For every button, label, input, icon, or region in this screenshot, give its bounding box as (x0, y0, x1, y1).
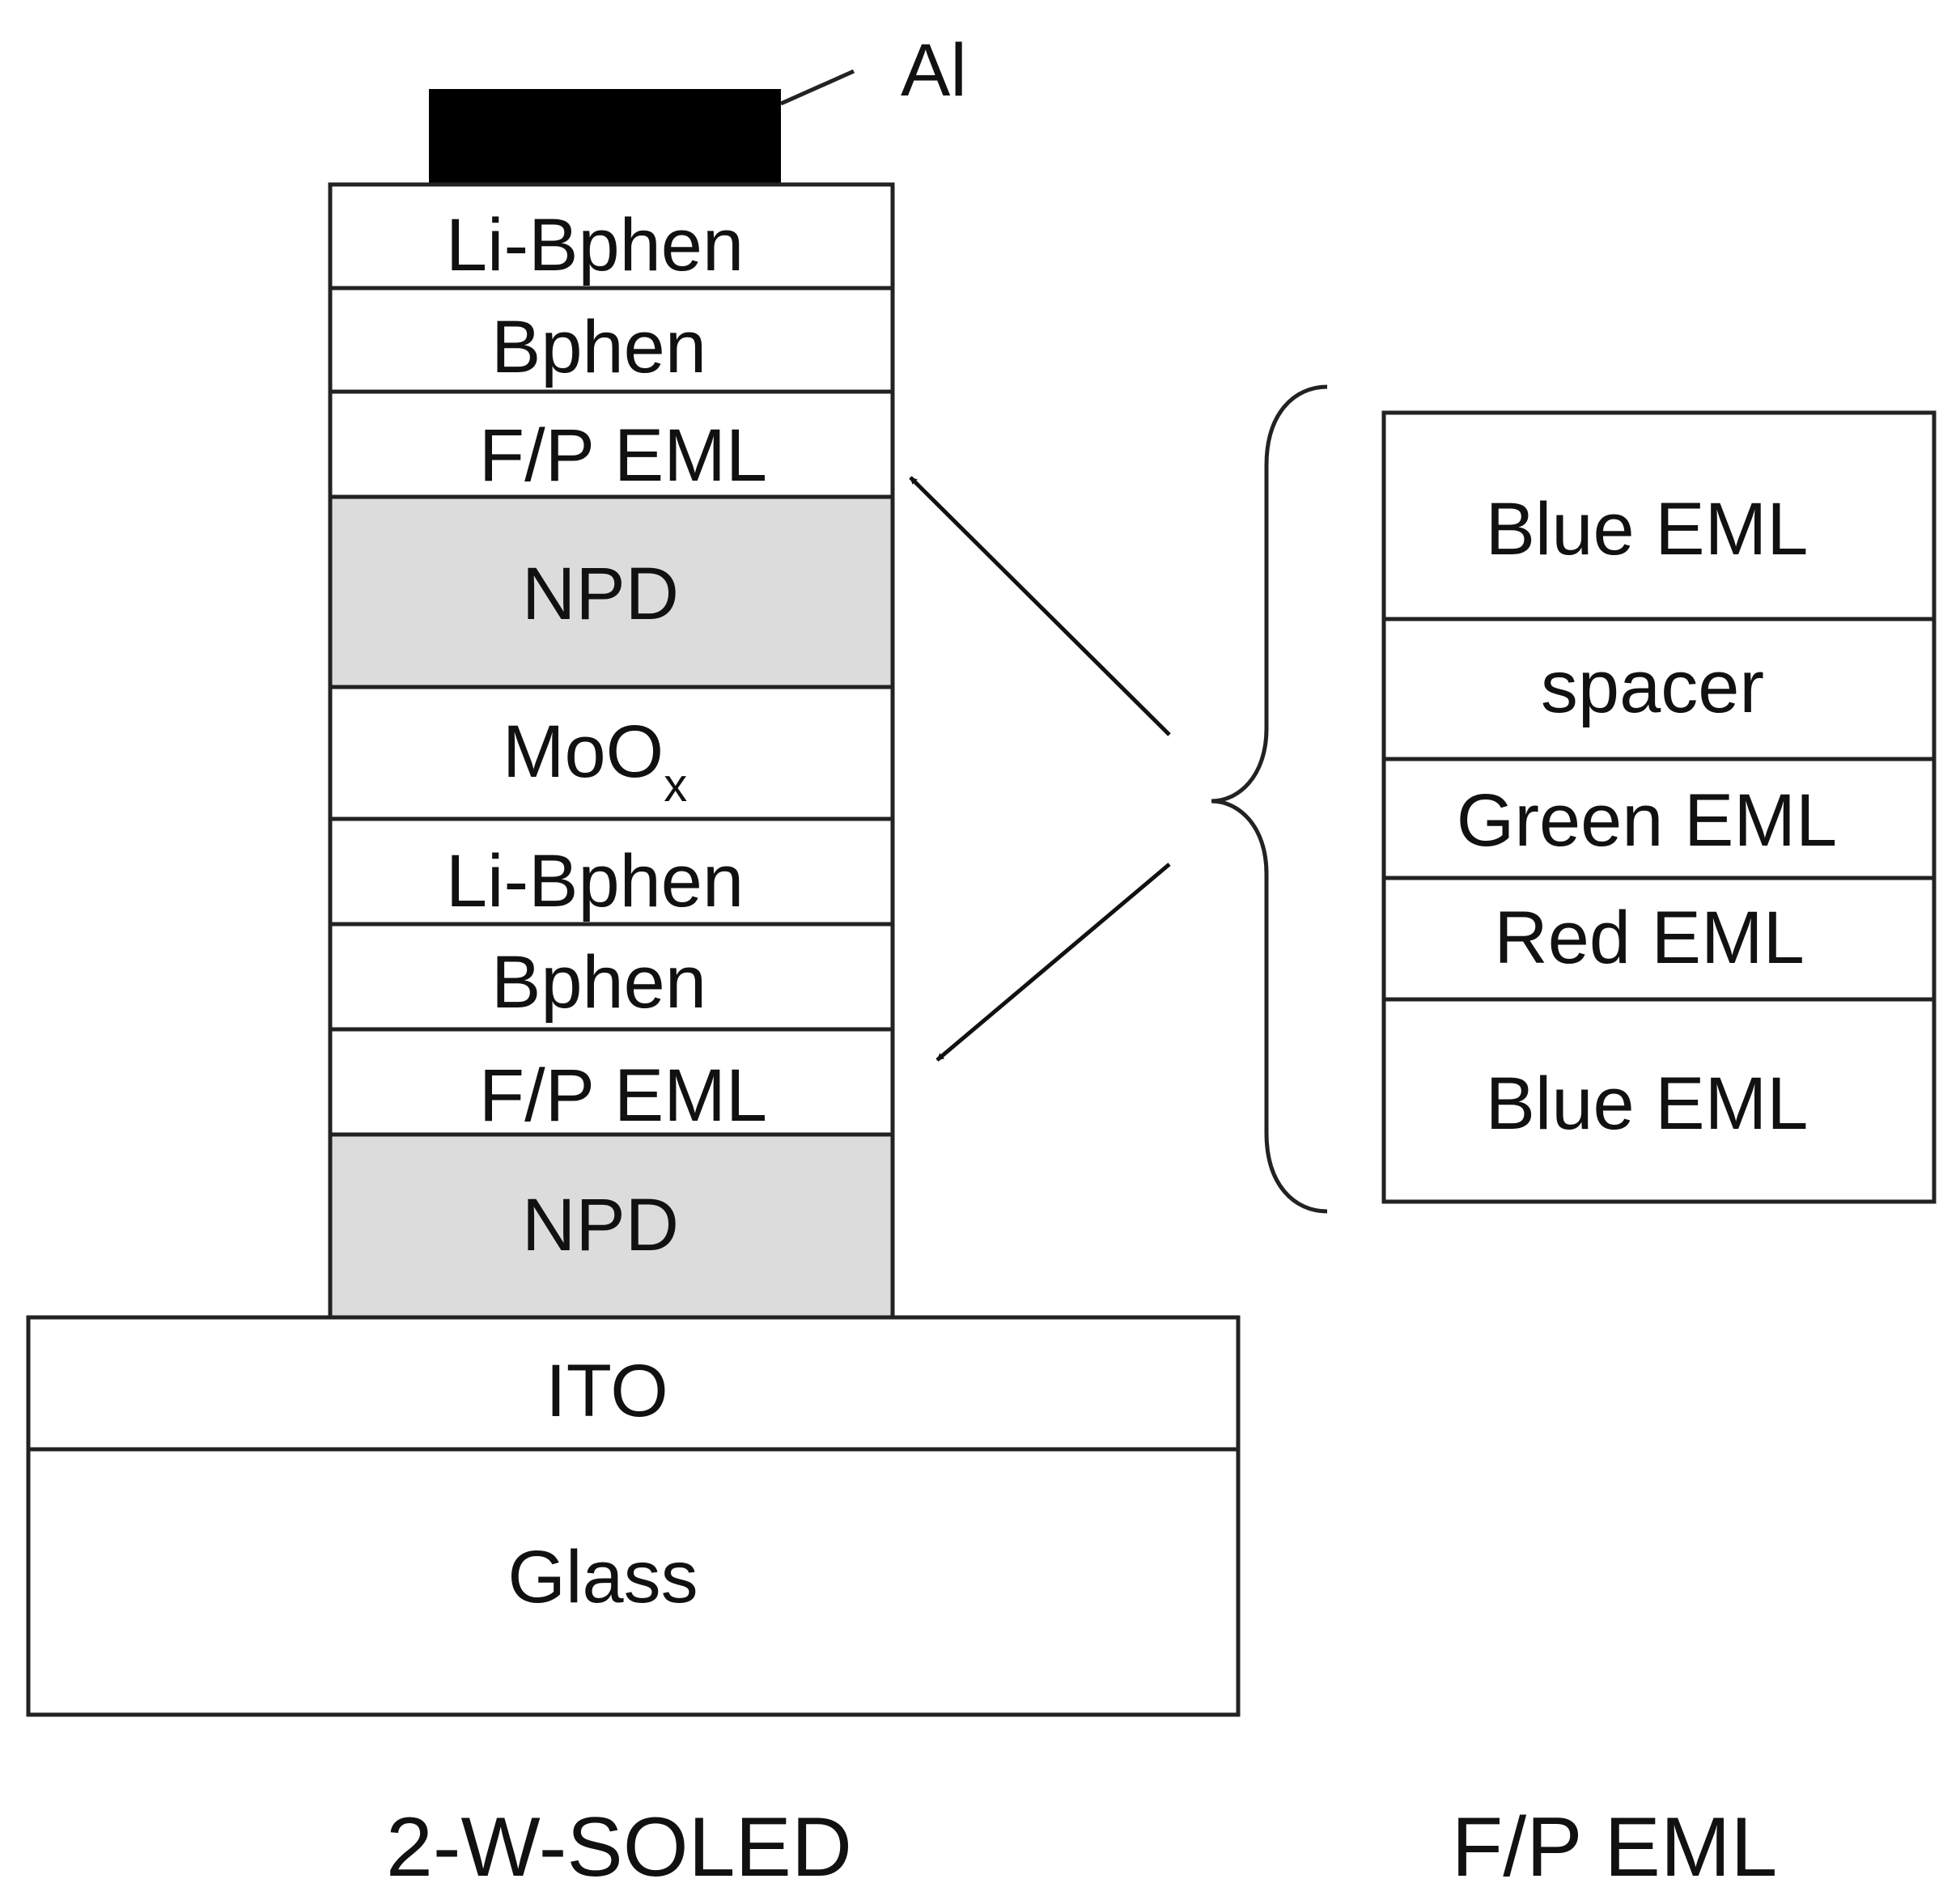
eml-layer-rect (1381, 997, 1937, 1204)
eml-layer-rect (1381, 876, 1937, 1002)
stack-layer-label: Li-Bphen (446, 204, 744, 286)
substrate-layer-label: Glass (507, 1536, 698, 1618)
al-leader-line (779, 69, 855, 106)
eml-layer-blue-top: Blue EML (1381, 410, 1937, 621)
eml-layer-label: Blue EML (1486, 488, 1809, 570)
eml-layer-green: Green EML (1381, 757, 1937, 880)
eml-layer-rect (1381, 617, 1937, 761)
stack-layer-bphen-top: Bphen (328, 286, 895, 394)
stack-layer-fp-eml-top: F/P EML (328, 389, 895, 499)
substrate-layer-glass: Glass (26, 1447, 1241, 1717)
stack-layer-label: Li-Bphen (446, 840, 744, 922)
arrow-to-bottom-fp-eml (935, 863, 1171, 1062)
stack-layer-rect (328, 1027, 895, 1137)
stack-layer-label: F/P EML (479, 414, 767, 497)
stack-layer-li-bphen-bottom: Li-Bphen (328, 816, 895, 927)
device-caption: 2-W-SOLED (386, 1800, 852, 1894)
substrate: ITO Glass (26, 1315, 1241, 1717)
stack-layer-label: NPD (522, 553, 679, 635)
stack-layer-label: Bphen (491, 306, 706, 388)
eml-layer-label: Green EML (1457, 779, 1837, 862)
moox-subscript: x (664, 759, 687, 812)
al-label: Al (901, 29, 967, 112)
stack-layer-npd-bottom: NPD (328, 1132, 895, 1320)
stack-layer-label: F/P EML (479, 1054, 767, 1137)
stack-layer-label: NPD (522, 1184, 679, 1266)
stack-layer-fp-eml-bottom: F/P EML (328, 1027, 895, 1137)
eml-layer-rect (1381, 410, 1937, 621)
arrow-to-top-fp-eml (909, 476, 1171, 736)
al-electrode (429, 89, 781, 184)
stack-layer-npd-top: NPD (328, 494, 895, 689)
stack-layer-li-bphen-top: Li-Bphen (328, 182, 895, 291)
eml-layer-label: Red EML (1494, 897, 1805, 979)
device-layer-stack: Li-Bphen Bphen F/P EML NPD MoOx Li-Bphen… (328, 182, 895, 1320)
stack-layer-bphen-bottom: Bphen (328, 922, 895, 1032)
moox-main-text: MoO (503, 710, 664, 793)
stack-layer-rect (328, 182, 895, 291)
stack-layer-label: MoOx (503, 710, 687, 812)
curly-brace (1211, 384, 1328, 1214)
eml-detail-stack: Blue EML spacer Green EML Red EML Blue E… (1381, 410, 1937, 1204)
stack-layer-label: Bphen (491, 941, 706, 1024)
eml-layer-label: spacer (1541, 646, 1764, 728)
substrate-layer-label: ITO (545, 1350, 668, 1432)
stack-layer-rect (328, 494, 895, 689)
stack-layer-rect (328, 286, 895, 394)
eml-caption: F/P EML (1452, 1800, 1778, 1894)
eml-layer-label: Blue EML (1486, 1062, 1809, 1145)
substrate-layer-rect (26, 1315, 1241, 1452)
eml-layer-rect (1381, 757, 1937, 880)
stack-layer-rect (328, 816, 895, 927)
eml-layer-red: Red EML (1381, 876, 1937, 1002)
eml-layer-spacer: spacer (1381, 617, 1937, 761)
substrate-layer-rect (26, 1447, 1241, 1717)
stack-layer-moox: MoOx (328, 685, 895, 821)
substrate-layer-ito: ITO (26, 1315, 1241, 1452)
stack-layer-rect (328, 922, 895, 1032)
eml-layer-blue-bottom: Blue EML (1381, 997, 1937, 1204)
